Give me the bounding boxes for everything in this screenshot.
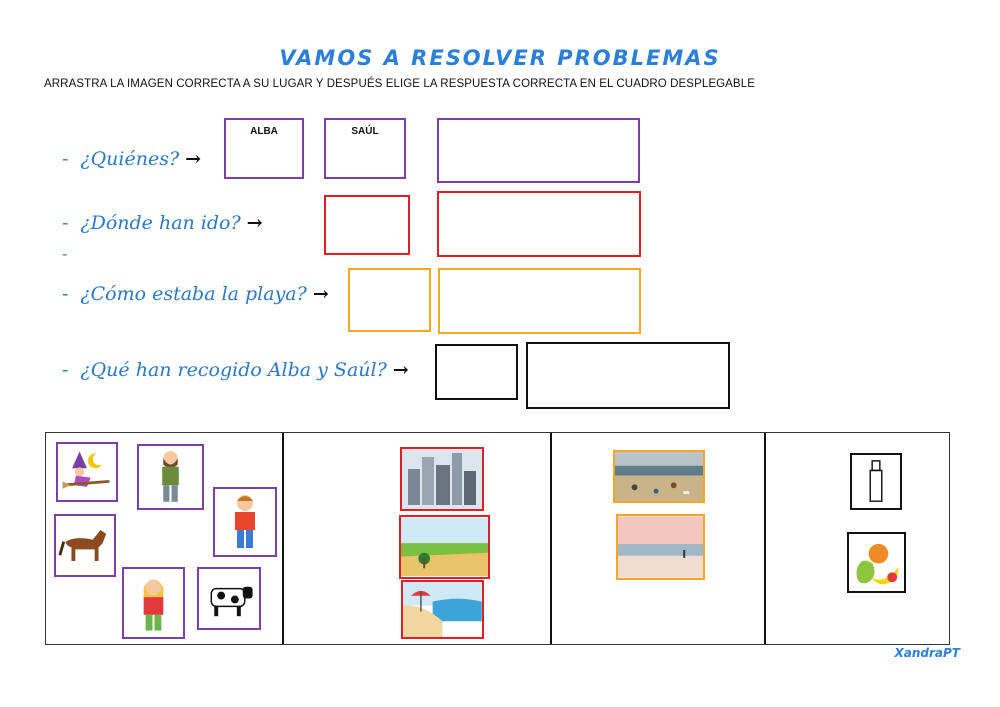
instructions: ARRASTRA LA IMAGEN CORRECTA A SU LUGAR Y… xyxy=(44,78,755,90)
bottle-icon xyxy=(869,460,883,502)
card-horse[interactable] xyxy=(54,514,116,577)
card-boy[interactable] xyxy=(213,487,277,557)
card-girl[interactable] xyxy=(122,567,185,639)
answer-dropdown-who[interactable] xyxy=(437,118,640,183)
man-icon xyxy=(162,451,179,502)
page-title: VAMOS A RESOLVER PROBLEMAS xyxy=(279,46,721,70)
card-cow[interactable] xyxy=(197,567,261,630)
card-clean-beach[interactable] xyxy=(616,514,705,580)
question-beach-text: ¿Cómo estaba la playa? xyxy=(80,283,307,305)
card-witch[interactable] xyxy=(56,442,118,502)
countryside-icon xyxy=(401,518,488,576)
arrow-right-icon: → xyxy=(185,148,202,170)
arrow-right-icon: → xyxy=(312,283,329,305)
city-icon xyxy=(402,449,482,509)
beach-icon xyxy=(403,582,482,637)
answer-dropdown-where[interactable] xyxy=(437,191,641,257)
fruit-icon xyxy=(856,543,899,585)
arrow-right-icon: → xyxy=(392,359,409,381)
witch-icon xyxy=(62,451,110,489)
boy-icon xyxy=(235,495,255,548)
card-man[interactable] xyxy=(137,444,204,510)
clean-beach-icon xyxy=(618,516,703,578)
drop-zone-beach[interactable] xyxy=(348,268,431,332)
dirty-beach-icon xyxy=(615,452,703,501)
cow-icon xyxy=(210,586,253,617)
drop-zone-saul[interactable]: SAÚL xyxy=(324,118,406,179)
drop-zone-alba[interactable]: ALBA xyxy=(224,118,304,179)
answer-dropdown-beach[interactable] xyxy=(438,268,641,334)
question-collected-text: ¿Qué han recogido Alba y Saúl? xyxy=(80,359,387,381)
drop-zone-alba-label: ALBA xyxy=(250,126,278,137)
card-city[interactable] xyxy=(400,447,484,511)
question-where: -¿Dónde han ido?→ xyxy=(62,212,263,234)
question-who: -¿Quiénes?→ xyxy=(62,148,202,170)
drop-zone-saul-label: SAÚL xyxy=(351,126,379,137)
bank-divider xyxy=(282,433,284,644)
drop-zone-collected[interactable] xyxy=(435,344,518,400)
question-beach: -¿Cómo estaba la playa?→ xyxy=(62,283,329,305)
image-bank xyxy=(45,432,950,645)
card-fruit[interactable] xyxy=(847,532,906,593)
drop-zone-where[interactable] xyxy=(324,195,410,255)
stray-dash: - xyxy=(62,246,68,263)
question-who-text: ¿Quiénes? xyxy=(80,148,180,170)
author-signature: XandraPT xyxy=(894,646,960,660)
arrow-right-icon: → xyxy=(246,212,263,234)
horse-icon xyxy=(58,530,107,561)
card-beach[interactable] xyxy=(401,580,484,639)
card-dirty-beach[interactable] xyxy=(613,450,705,503)
card-countryside[interactable] xyxy=(399,515,490,579)
question-collected: -¿Qué han recogido Alba y Saúl?→ xyxy=(62,359,409,381)
bank-divider xyxy=(764,433,766,644)
girl-icon xyxy=(143,579,164,631)
question-where-text: ¿Dónde han ido? xyxy=(80,212,241,234)
card-bottle[interactable] xyxy=(850,453,902,510)
answer-dropdown-collected[interactable] xyxy=(526,342,730,409)
bank-divider xyxy=(550,433,552,644)
